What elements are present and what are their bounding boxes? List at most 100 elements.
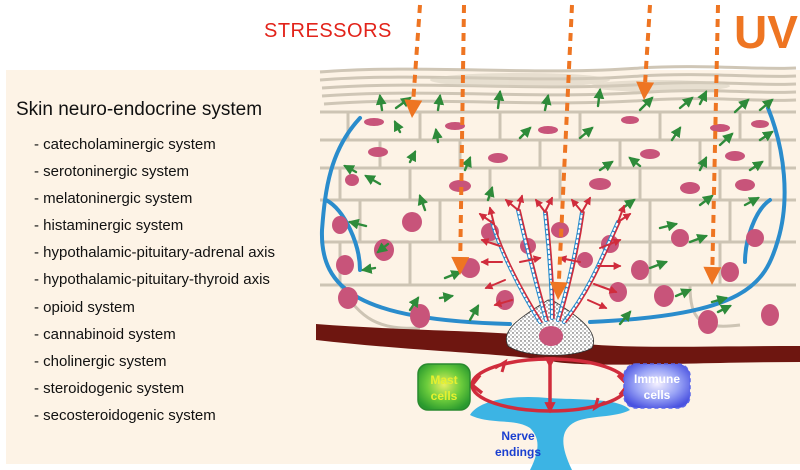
nucleus (336, 255, 354, 275)
corneum-shading (430, 73, 730, 92)
immune-cells-label-1: Immune (634, 372, 680, 386)
diagram-title: Skin neuro-endocrine system (16, 99, 263, 120)
signal-arrow (598, 160, 614, 172)
nucleus (589, 178, 611, 190)
signal-arrow (518, 126, 532, 140)
dendrite-arrows (478, 194, 632, 310)
dendrite-arrow (493, 299, 513, 308)
system-item: - melatoninergic system (34, 190, 193, 208)
dendrite-arrow (535, 198, 546, 213)
nucleus (410, 304, 430, 328)
signal-arrow (648, 259, 669, 271)
signal-arrow (433, 93, 445, 112)
signal-arrow (484, 185, 495, 202)
signal-arrow (670, 126, 682, 142)
stressor-arrow-head (636, 81, 655, 100)
signal-arrow (432, 127, 443, 144)
nucleus (577, 252, 593, 268)
nucleus (538, 126, 558, 134)
system-list: - catecholaminergic system - serotoniner… (34, 131, 275, 429)
neural-nucleus (539, 326, 563, 346)
stressor-arrow-shaft (710, 4, 720, 268)
system-item: - catecholaminergic system (34, 136, 216, 153)
dendrite-arrow (599, 238, 622, 249)
stressor-arrow (703, 4, 722, 285)
nucleus (368, 147, 388, 157)
dendrite-arrow (617, 213, 632, 223)
immune-cells: Immune cells (623, 363, 691, 409)
signal-arrow (406, 150, 417, 164)
stressor-arrow-head (549, 281, 568, 300)
nucleus (345, 174, 359, 186)
dendrite-arrow (587, 299, 608, 310)
signal-arrow (443, 270, 463, 281)
signal-arrow (347, 218, 368, 230)
signal-arrow (540, 93, 552, 112)
signal-arrow (343, 164, 358, 175)
neural-circuit (470, 357, 630, 414)
nucleus (671, 229, 689, 247)
system-item: - hypothalamic-pituitary-adrenal axis (34, 244, 275, 262)
nucleus (488, 153, 508, 163)
nucleus (654, 285, 674, 307)
mast-cells-label-1: Mast (430, 373, 457, 387)
signal-arrow (593, 87, 605, 108)
nucleus (680, 182, 700, 194)
uv-label: UV (734, 6, 798, 58)
nerve-endings-label-1: Nerve (501, 429, 535, 443)
stressor-arrow-shaft (458, 4, 466, 258)
nucleus (374, 239, 394, 261)
system-item: - hypothalamic-pituitary-thyroid axis (34, 271, 270, 289)
signal-arrow (376, 242, 390, 254)
signal-arrow (493, 89, 505, 110)
signal-arrow (697, 90, 708, 106)
signal-arrow (417, 193, 428, 212)
signal-arrow (438, 292, 455, 303)
mast-cells-label-2: cells (431, 389, 458, 403)
signal-arrow (743, 196, 760, 207)
nucleus (761, 304, 779, 326)
signal-arrow (758, 130, 774, 142)
nucleus (364, 118, 384, 126)
stressor-arrow-shaft (411, 4, 422, 101)
system-item: - serotoninergic system (34, 163, 190, 181)
stressor-arrows (404, 4, 722, 300)
dendrite-arrow (570, 198, 583, 213)
nucleus (621, 116, 639, 124)
stressor-arrow-shaft (556, 4, 574, 283)
nucleus (710, 124, 730, 132)
nucleus (631, 260, 649, 280)
dendrite-arrow (484, 279, 506, 290)
dendrite-arrow (519, 255, 542, 264)
signal-arrow (393, 120, 404, 134)
dendrite-arrow (478, 213, 495, 225)
signal-arrows (343, 87, 774, 326)
signal-arrow (758, 98, 774, 112)
mast-cells: Mast cells (417, 363, 471, 411)
nucleus (746, 229, 764, 247)
signal-arrow (364, 174, 382, 186)
signal-arrow (716, 304, 732, 315)
signal-arrow (578, 126, 594, 140)
signal-arrow (408, 296, 420, 312)
nerve-endings-shape (470, 396, 630, 470)
stressor-arrow (636, 4, 655, 100)
nucleus (751, 120, 769, 128)
nucleus (725, 151, 745, 161)
stressor-arrow-head (404, 99, 423, 118)
dendrite-arrow (593, 283, 618, 294)
signal-arrow (718, 132, 734, 147)
signal-arrow (678, 96, 694, 110)
nucleus (721, 262, 739, 282)
stressor-arrow (451, 4, 470, 275)
signal-arrow (658, 220, 679, 232)
nucleus (338, 287, 358, 309)
stressor-arrow-shaft (643, 4, 652, 83)
signal-arrow (468, 304, 480, 322)
system-item: - histaminergic system (34, 217, 184, 235)
stressors-label: STRESSORS (264, 20, 392, 42)
signal-arrow (733, 98, 750, 114)
nucleus (640, 149, 660, 159)
nucleus (445, 122, 465, 130)
